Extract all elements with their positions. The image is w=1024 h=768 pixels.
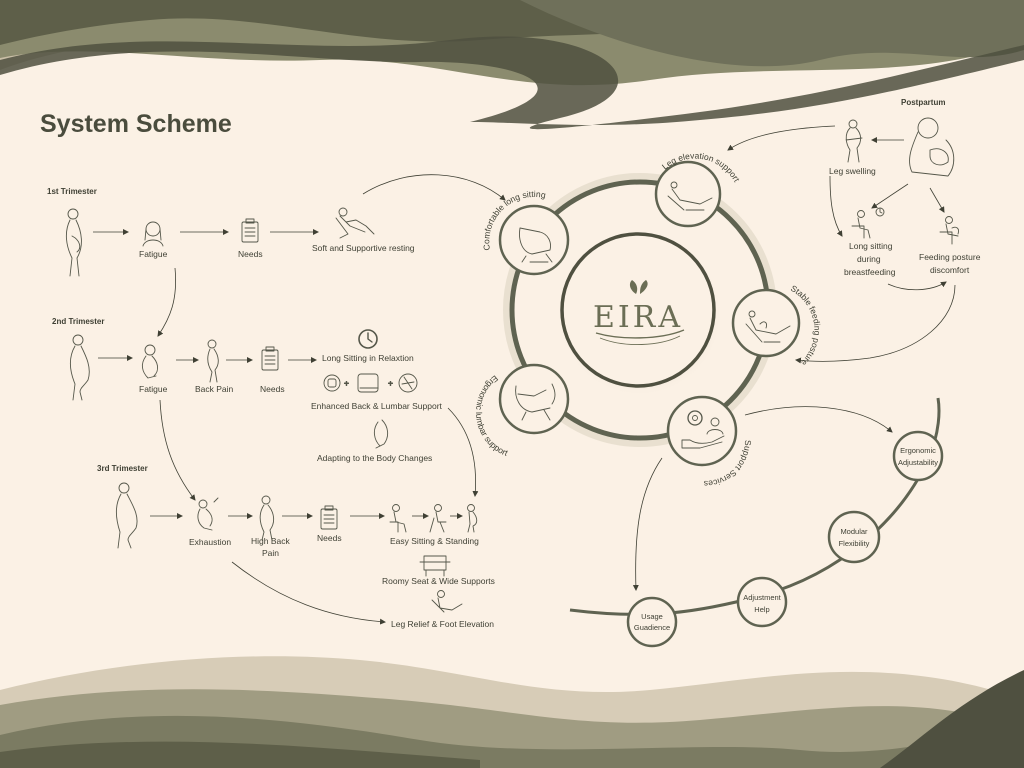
modular-label-1: Modular xyxy=(840,527,868,536)
logo-text: EIRA xyxy=(593,300,683,335)
t1-fatigue-label: Fatigue xyxy=(139,249,168,259)
clipboard-icon xyxy=(261,346,279,371)
long-sitting-label-2: during xyxy=(857,254,881,264)
leg-swelling-label: Leg swelling xyxy=(829,166,876,176)
t2-result-2-label: Enhanced Back & Lumbar Support xyxy=(311,401,443,411)
long-sitting-icon xyxy=(851,207,885,239)
clock-history-icon xyxy=(358,329,378,349)
t3-back-pain-label-2: Pain xyxy=(262,548,279,558)
bottom-waves xyxy=(0,656,1024,768)
leaf-icon xyxy=(629,280,648,294)
adjust-label-2: Help xyxy=(754,605,769,614)
t3-back-pain-label-1: High Back xyxy=(251,536,290,546)
pregnant-woman-icon xyxy=(70,334,90,401)
svg-text:+: + xyxy=(388,378,393,388)
long-sitting-label-1: Long sitting xyxy=(849,241,893,251)
ring-node-lumbar xyxy=(498,363,570,435)
trimester-2-label: 2nd Trimester xyxy=(52,317,104,326)
clipboard-icon xyxy=(241,218,259,243)
high-back-pain-icon xyxy=(259,495,275,541)
t2-back-pain-label: Back Pain xyxy=(195,384,234,394)
service-node-ergonomic: Ergonomic Adjustability xyxy=(892,430,944,482)
reclining-person-icon xyxy=(335,207,375,239)
sit-stand-icons xyxy=(389,504,478,533)
service-node-usage: Usage Guadience xyxy=(626,596,678,648)
modular-label-2: Flexibility xyxy=(839,539,870,548)
ring-node-support-services xyxy=(666,395,738,467)
feeding-discomfort-label-2: discomfort xyxy=(930,265,970,275)
fatigue-icon xyxy=(141,344,159,379)
t1-needs-label: Needs xyxy=(238,249,263,259)
gear-person-hand-icon xyxy=(681,410,725,449)
ring-node-leg-elevation xyxy=(654,160,722,228)
pregnant-woman-icon xyxy=(115,482,138,549)
long-sitting-label-3: breastfeeding xyxy=(844,267,896,277)
ring-node-comfortable xyxy=(498,204,570,276)
t1-result-label: Soft and Supportive resting xyxy=(312,243,415,253)
pregnant-woman-icon xyxy=(65,208,82,277)
top-waves xyxy=(0,0,1024,130)
feeding-discomfort-icon xyxy=(939,216,959,245)
lumbar-support-icons: + + xyxy=(323,373,418,393)
svg-text:+: + xyxy=(344,378,349,388)
trimester-3-label: 3rd Trimester xyxy=(97,464,148,473)
t2-needs-label: Needs xyxy=(260,384,285,394)
t3-result-1-label: Easy Sitting & Standing xyxy=(390,536,479,546)
usage-label-2: Guadience xyxy=(634,623,670,632)
usage-label-1: Usage xyxy=(641,612,663,621)
service-node-modular: Modular Flexibility xyxy=(827,510,881,564)
page-title: System Scheme xyxy=(40,110,232,138)
feeding-discomfort-label-1: Feeding posture xyxy=(919,252,981,262)
postpartum-arrows xyxy=(727,125,956,364)
t2-result-3-label: Adapting to the Body Changes xyxy=(317,453,432,463)
back-pain-icon xyxy=(207,339,219,383)
fatigue-icon xyxy=(142,221,164,247)
service-node-adjustment: Adjustment Help xyxy=(736,576,788,628)
trimester-1-label: 1st Trimester xyxy=(47,187,97,196)
leg-swelling-icon xyxy=(845,119,863,163)
clipboard-icon xyxy=(320,505,338,530)
body-change-icon xyxy=(373,419,389,449)
t3-needs-label: Needs xyxy=(317,533,342,543)
ergo-label-1: Ergonomic xyxy=(900,446,936,455)
t3-result-3-label: Leg Relief & Foot Elevation xyxy=(391,619,494,629)
exhaustion-icon xyxy=(197,497,219,531)
roomy-armchair-icon xyxy=(419,555,451,577)
adjust-label-1: Adjustment xyxy=(743,593,781,602)
flow-arrows xyxy=(93,174,506,625)
t2-fatigue-label: Fatigue xyxy=(139,384,168,394)
ring-node-stable-feeding xyxy=(731,288,801,358)
t3-result-2-label: Roomy Seat & Wide Supports xyxy=(382,576,495,586)
t3-exhaustion-label: Exhaustion xyxy=(189,537,231,547)
ergo-label-2: Adjustability xyxy=(898,458,938,467)
leg-rest-icon xyxy=(431,590,463,613)
mother-baby-icon xyxy=(909,117,955,177)
postpartum-label: Postpartum xyxy=(901,98,945,107)
t2-result-1-label: Long Sitting in Relaxtion xyxy=(322,353,414,363)
